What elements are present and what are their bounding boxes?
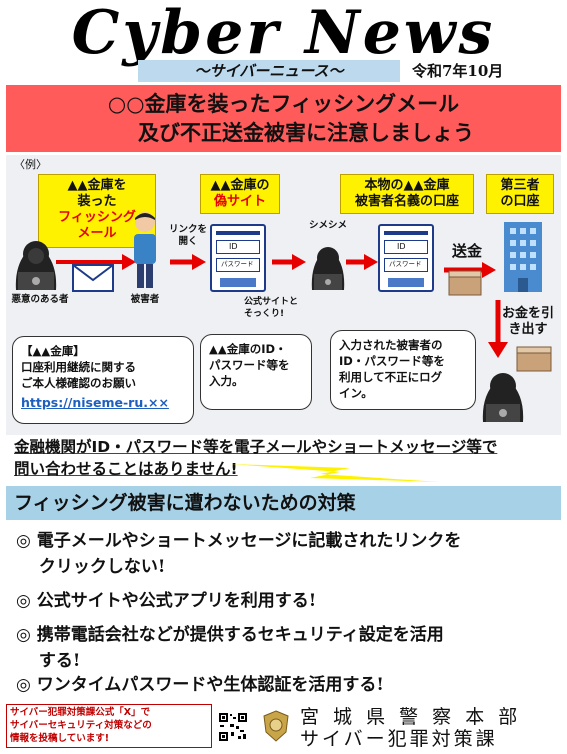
villain-label: 悪意のある者 bbox=[11, 294, 69, 305]
measure-item-3-line2: する! bbox=[16, 651, 81, 671]
victim-account-box-line1: 本物の▲▲金庫 bbox=[364, 178, 450, 193]
warning-line2: 問い合わせることはありません! bbox=[14, 460, 238, 478]
masthead-title: Cyber News bbox=[71, 0, 496, 68]
send-mail-arrow bbox=[56, 254, 136, 270]
fake-mail-box-line2: 装った bbox=[77, 194, 117, 209]
warning-message: 金融機関がID・パスワード等を電子メールやショートメッセージ等で 問い合わせるこ… bbox=[14, 436, 554, 480]
alert-banner-line2: 及び不正送金被害に注意しましょう bbox=[138, 120, 474, 145]
x-account-note: サイバー犯罪対策課公式「X」で サイバーセキュリティ対策などの 情報を投稿してい… bbox=[10, 706, 220, 745]
login-bubble-line4: イン。 bbox=[339, 386, 373, 400]
real-id-field: ID bbox=[384, 240, 428, 254]
envelope-icon bbox=[72, 264, 114, 292]
note-line2: サイバーセキュリティ対策などの bbox=[10, 720, 152, 731]
victim-account-box: 本物の▲▲金庫 被害者名義の口座 bbox=[340, 174, 474, 214]
official-like-label: 公式サイトとそっくり! bbox=[244, 297, 299, 319]
third-party-box: 第三者 の口座 bbox=[486, 174, 554, 214]
real-password-field: パスワード bbox=[384, 258, 428, 272]
measures-heading: フィッシング被害に遭わないための対策 bbox=[6, 486, 561, 520]
fake-password-field: パスワード bbox=[216, 258, 260, 272]
hacker-icon bbox=[482, 373, 524, 422]
withdraw-label: お金を引き出す bbox=[501, 306, 554, 337]
measure-item-2: ◎ 公式サイトや公式アプリを利用する! bbox=[16, 588, 316, 614]
issue-date: 令和7年10月 bbox=[412, 62, 504, 80]
fake-site-box: ▲▲金庫の 偽サイト bbox=[200, 174, 280, 214]
money-bundle-icon bbox=[516, 346, 552, 372]
fake-site-box-line2: 偽サイト bbox=[213, 194, 266, 209]
measure-item-3: ◎ 携帯電話会社などが提供するセキュリティ設定を活用 する! bbox=[16, 622, 444, 674]
qr-code-icon[interactable] bbox=[218, 712, 248, 742]
shimeshime-label: シメシメ bbox=[308, 220, 347, 231]
money-bundle-icon bbox=[448, 270, 482, 296]
fake-site-box-line1: ▲▲金庫の bbox=[210, 178, 270, 193]
phishing-url-link[interactable]: https://niseme-ru.×× bbox=[21, 395, 169, 410]
third-party-box-line1: 第三者 bbox=[500, 178, 540, 193]
login-bubble-line3: 利用して不正にログ bbox=[339, 370, 443, 384]
org-name-line2: サイバー犯罪対策課 bbox=[300, 728, 498, 750]
input-bubble-line1: ▲▲金庫のID・ bbox=[209, 342, 287, 356]
login-arrow bbox=[346, 254, 378, 270]
login-bubble-line2: ID・パスワード等を bbox=[339, 354, 445, 368]
steal-arrow bbox=[272, 254, 306, 270]
hacker-icon bbox=[311, 247, 345, 290]
police-badge-icon bbox=[263, 710, 289, 742]
measure-item-2-line1: ◎ 公式サイトや公式アプリを利用する! bbox=[16, 591, 317, 611]
input-credentials-bubble: ▲▲金庫のID・ パスワード等を 入力。 bbox=[200, 334, 312, 410]
masthead-subtitle: ～サイバーニュース～ bbox=[138, 60, 400, 82]
alert-banner-line1: ○○金庫を装ったフィッシングメール bbox=[107, 91, 460, 116]
mail-bubble-line2: 口座利用継続に関する bbox=[21, 360, 136, 374]
input-bubble-line2: パスワード等を bbox=[209, 358, 290, 372]
bank-building-icon bbox=[504, 222, 542, 292]
measure-item-4: ◎ ワンタイムパスワードや生体認証を活用する! bbox=[16, 672, 384, 698]
measure-item-1-line1: ◎ 電子メールやショートメッセージに記載されたリンクを bbox=[16, 531, 462, 551]
org-name-line1: 宮 城 県 警 察 本 部 bbox=[300, 706, 522, 728]
example-label: 〈例〉 bbox=[14, 158, 47, 171]
note-line3: 情報を投稿しています! bbox=[10, 733, 110, 744]
real-bank-phone: ID パスワード bbox=[378, 224, 434, 292]
measure-item-4-line1: ◎ ワンタイムパスワードや生体認証を活用する! bbox=[16, 675, 384, 695]
fake-mail-box-line1: ▲▲金庫を bbox=[67, 178, 127, 193]
phishing-mail-bubble: 【▲▲金庫】 口座利用継続に関する ご本人様確認のお願い https://nis… bbox=[12, 336, 194, 424]
measure-item-1: ◎ 電子メールやショートメッセージに記載されたリンクを クリックしない! bbox=[16, 528, 461, 580]
link-open-label: リンクを開く bbox=[168, 224, 207, 247]
mail-bubble-line1: 【▲▲金庫】 bbox=[21, 344, 85, 358]
login-bubble-line1: 入力された被害者の bbox=[339, 338, 443, 352]
warning-line1: 金融機関がID・パスワード等を電子メールやショートメッセージ等で bbox=[14, 438, 498, 456]
fake-mail-box-line4: メール bbox=[77, 226, 117, 241]
illegal-login-bubble: 入力された被害者の ID・パスワード等を 利用して不正にログ イン。 bbox=[330, 330, 476, 410]
measure-item-3-line1: ◎ 携帯電話会社などが提供するセキュリティ設定を活用 bbox=[16, 625, 444, 645]
third-party-box-line2: の口座 bbox=[500, 194, 540, 209]
mail-bubble-line3: ご本人様確認のお願い bbox=[21, 376, 136, 390]
withdraw-arrow bbox=[488, 300, 508, 358]
link-open-arrow bbox=[170, 254, 206, 270]
victim-person-icon bbox=[134, 212, 156, 288]
fake-mail-box-line3: フィッシング bbox=[58, 210, 136, 225]
fake-id-field: ID bbox=[216, 240, 260, 254]
input-bubble-line3: 入力。 bbox=[209, 374, 244, 388]
note-line1: サイバー犯罪対策課公式「X」で bbox=[10, 707, 151, 718]
footnote-frame bbox=[6, 704, 212, 748]
lightning-decoration bbox=[230, 464, 440, 482]
victim-account-box-line2: 被害者名義の口座 bbox=[354, 194, 459, 209]
hacker-icon bbox=[15, 241, 57, 290]
fake-mail-box: ▲▲金庫を 装った フィッシング メール bbox=[38, 174, 156, 248]
victim-label: 被害者 bbox=[130, 294, 160, 305]
fake-site-phone: ID パスワード bbox=[210, 224, 266, 292]
send-money-label: 送金 bbox=[452, 242, 483, 260]
measure-item-1-line2: クリックしない! bbox=[16, 557, 166, 577]
send-money-arrow bbox=[444, 262, 496, 278]
alert-banner: ○○金庫を装ったフィッシングメール 及び不正送金被害に注意しましょう bbox=[6, 85, 561, 152]
